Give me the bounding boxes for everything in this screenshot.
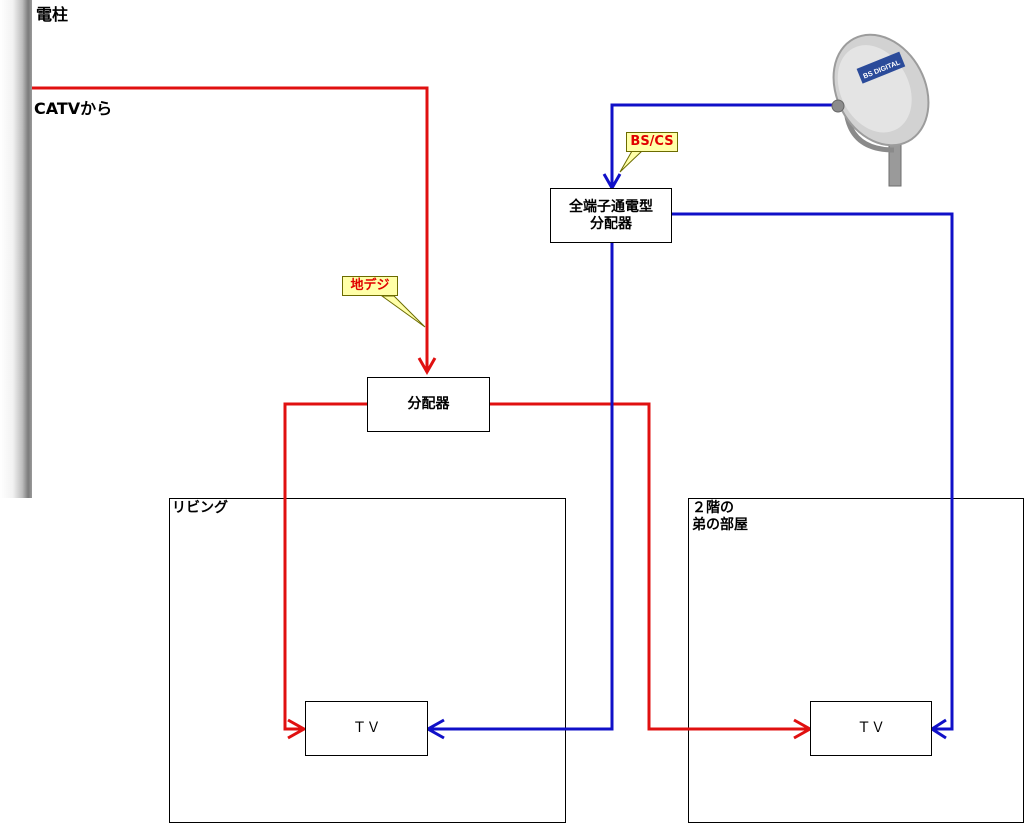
splitter-to-living-cable [283,402,367,731]
upstairs-room-label-line1: ２階の [692,500,734,516]
satellite-dish-icon: BS DIGITAL [831,33,930,187]
catv-feed-cable [32,86,429,370]
red-arrowhead-living-tv [287,718,308,740]
main-splitter[interactable]: 分配器 [367,377,490,432]
upstairs-tv[interactable]: ＴＶ [810,701,932,756]
red-arrowhead-splitter [417,357,437,376]
all-port-splitter-label-line1: 全端子通電型 [569,198,653,215]
bscs-callout: BS/CS [626,132,678,152]
terrestrial-callout: 地デジ [342,276,398,296]
living-tv[interactable]: ＴＶ [305,701,428,756]
terrestrial-callout-tail [380,295,426,328]
terrestrial-cables [32,86,814,740]
bscs-callout-tail [619,150,644,173]
all-port-splitter-label-line2: 分配器 [590,215,632,232]
splitter-to-upstairs-cable [490,402,808,731]
satsplitter-to-upstairs-cable [672,212,954,731]
utility-pole [0,0,32,498]
all-port-splitter[interactable]: 全端子通電型 分配器 [550,188,672,243]
living-tv-label: ＴＶ [352,720,381,736]
dish-feed-cable [610,103,832,186]
blue-arrowhead-upstairs-tv [929,718,947,740]
main-splitter-label: 分配器 [407,396,450,412]
satsplitter-to-living-cable [430,243,614,731]
satellite-cables [424,103,954,740]
living-room-label: リビング [172,500,228,516]
pole-label: 電柱 [36,5,69,24]
blue-arrowhead-living-tv [424,718,445,740]
catv-label: CATVから [34,99,113,118]
upstairs-room-label-line2: 弟の部屋 [692,517,748,533]
upstairs-tv-label: ＴＶ [857,720,885,736]
